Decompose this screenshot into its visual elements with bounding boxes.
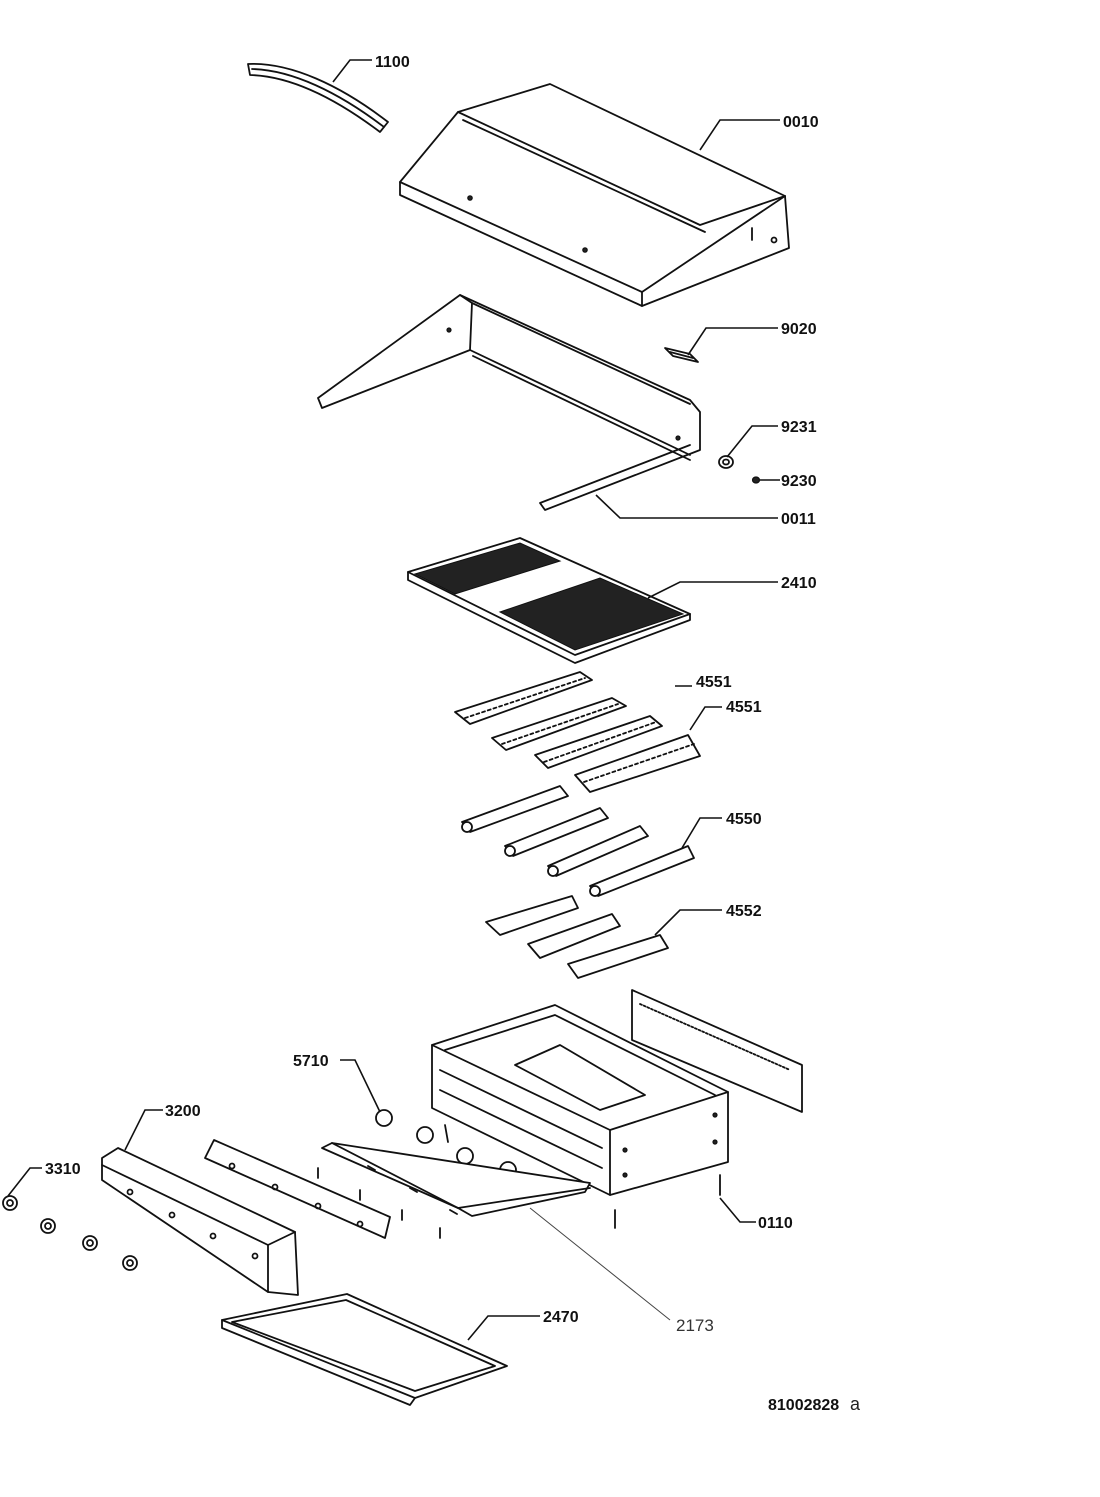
label-4551-a: 4551: [696, 674, 732, 691]
label-0010: 0010: [783, 114, 819, 131]
part-firebox: [431, 1004, 729, 1196]
part-2410-grate: [407, 537, 691, 664]
label-4550: 4550: [726, 811, 762, 828]
label-9230: 9230: [781, 473, 817, 490]
part-5710-valves: [375, 1109, 517, 1179]
leader-lines: [7, 59, 780, 1341]
label-0110: 0110: [758, 1215, 793, 1232]
part-4551-flame-tamers: [454, 671, 701, 793]
part-4550-burners: [461, 785, 695, 897]
label-1100: 1100: [375, 54, 410, 71]
part-4552-heat-shields: [485, 895, 669, 979]
part-3200-control-panel: [101, 1147, 299, 1296]
label-3310: 3310: [45, 1161, 81, 1178]
part-0010-hood: [399, 83, 790, 307]
label-5710: 5710: [293, 1053, 329, 1070]
screws: [317, 1165, 721, 1239]
label-0011: 0011: [781, 511, 816, 528]
label-9020: 9020: [781, 321, 817, 338]
part-9231-cap: [718, 455, 734, 469]
part-2470-drip-tray: [221, 1293, 508, 1406]
part-9230-screw: [751, 476, 761, 484]
part-0011-frame: [317, 294, 701, 511]
document-number-text: 81002828: [768, 1397, 839, 1414]
part-3310-knobs: [2, 1195, 138, 1271]
label-2470: 2470: [543, 1309, 579, 1326]
label-9231: 9231: [781, 419, 817, 436]
label-4552: 4552: [726, 903, 762, 920]
label-3200: 3200: [165, 1103, 201, 1120]
part-1100-handle: [247, 63, 389, 133]
label-4551-b: 4551: [726, 699, 762, 716]
label-2173: 2173: [676, 1316, 714, 1335]
part-labels: 1100 0010 9020 9231 9230 0011 2410 4551 …: [45, 54, 819, 1335]
document-number: 81002828 a: [768, 1394, 861, 1414]
part-rear-panel: [631, 989, 803, 1113]
part-9020-bracket: [664, 347, 699, 363]
document-revision: a: [850, 1394, 861, 1414]
part-2173-manifold: [321, 1142, 591, 1217]
label-2410: 2410: [781, 575, 817, 592]
part-control-bracket: [204, 1139, 391, 1239]
